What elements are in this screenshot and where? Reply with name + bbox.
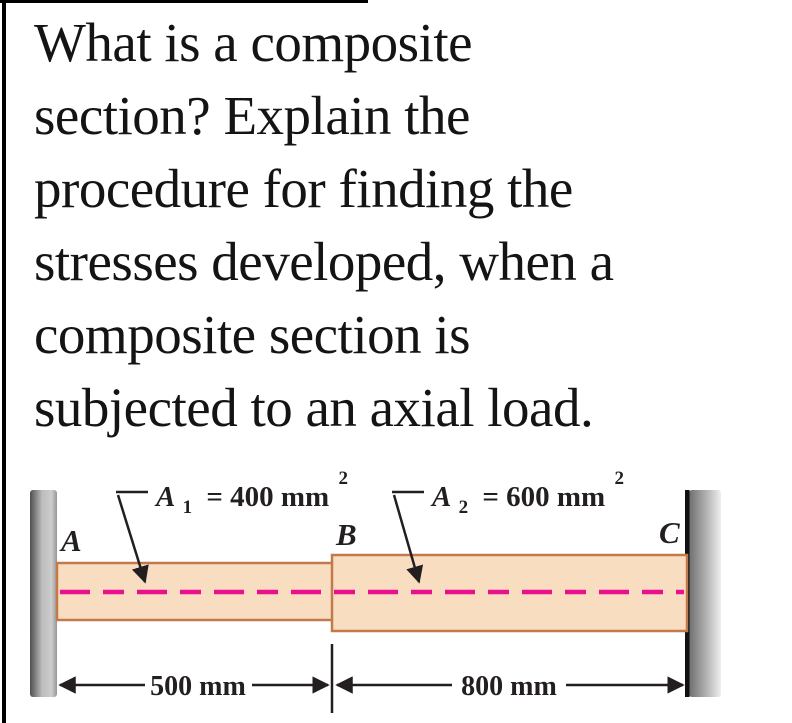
area2-superscript: 2 — [614, 468, 624, 489]
area1-superscript: 2 — [338, 468, 348, 489]
area1-value: = 400 mm — [206, 481, 329, 513]
question-line: subjected to an axial load. — [34, 377, 594, 438]
dim-label-800: 800 mm — [461, 671, 557, 702]
frame-left-border — [2, 0, 6, 723]
dim-label-500: 500 mm — [150, 671, 246, 702]
area1-symbol: A — [154, 481, 175, 513]
area2-leader-arrow — [392, 494, 424, 584]
figure: A 1 = 400 mm 2 A 2 = 600 mm 2 A B C 500 … — [30, 468, 721, 713]
area2-subscript: 2 — [459, 497, 469, 518]
area2-value: = 600 mm — [482, 481, 605, 513]
area1-label: A 1 = 400 mm 2 — [154, 468, 348, 520]
area2-symbol: A — [430, 481, 451, 513]
fixed-wall-right — [689, 490, 721, 697]
question-line: composite section is — [34, 304, 471, 365]
point-label-a: A — [59, 523, 82, 558]
question-line: section? Explain the — [34, 85, 470, 146]
point-label-c: C — [659, 515, 680, 550]
question-text: What is a composite section? Explain the… — [34, 6, 774, 444]
question-line: What is a composite — [34, 12, 473, 73]
point-label-b: B — [335, 517, 357, 552]
frame-top-border — [0, 0, 368, 3]
question-line: stresses developed, when a — [34, 231, 614, 292]
question-line: procedure for finding the — [34, 158, 573, 219]
area1-leader-arrow — [116, 494, 149, 584]
area2-label: A 2 = 600 mm 2 — [430, 468, 624, 520]
fixed-wall-left — [30, 490, 57, 697]
area1-subscript: 1 — [183, 497, 193, 518]
